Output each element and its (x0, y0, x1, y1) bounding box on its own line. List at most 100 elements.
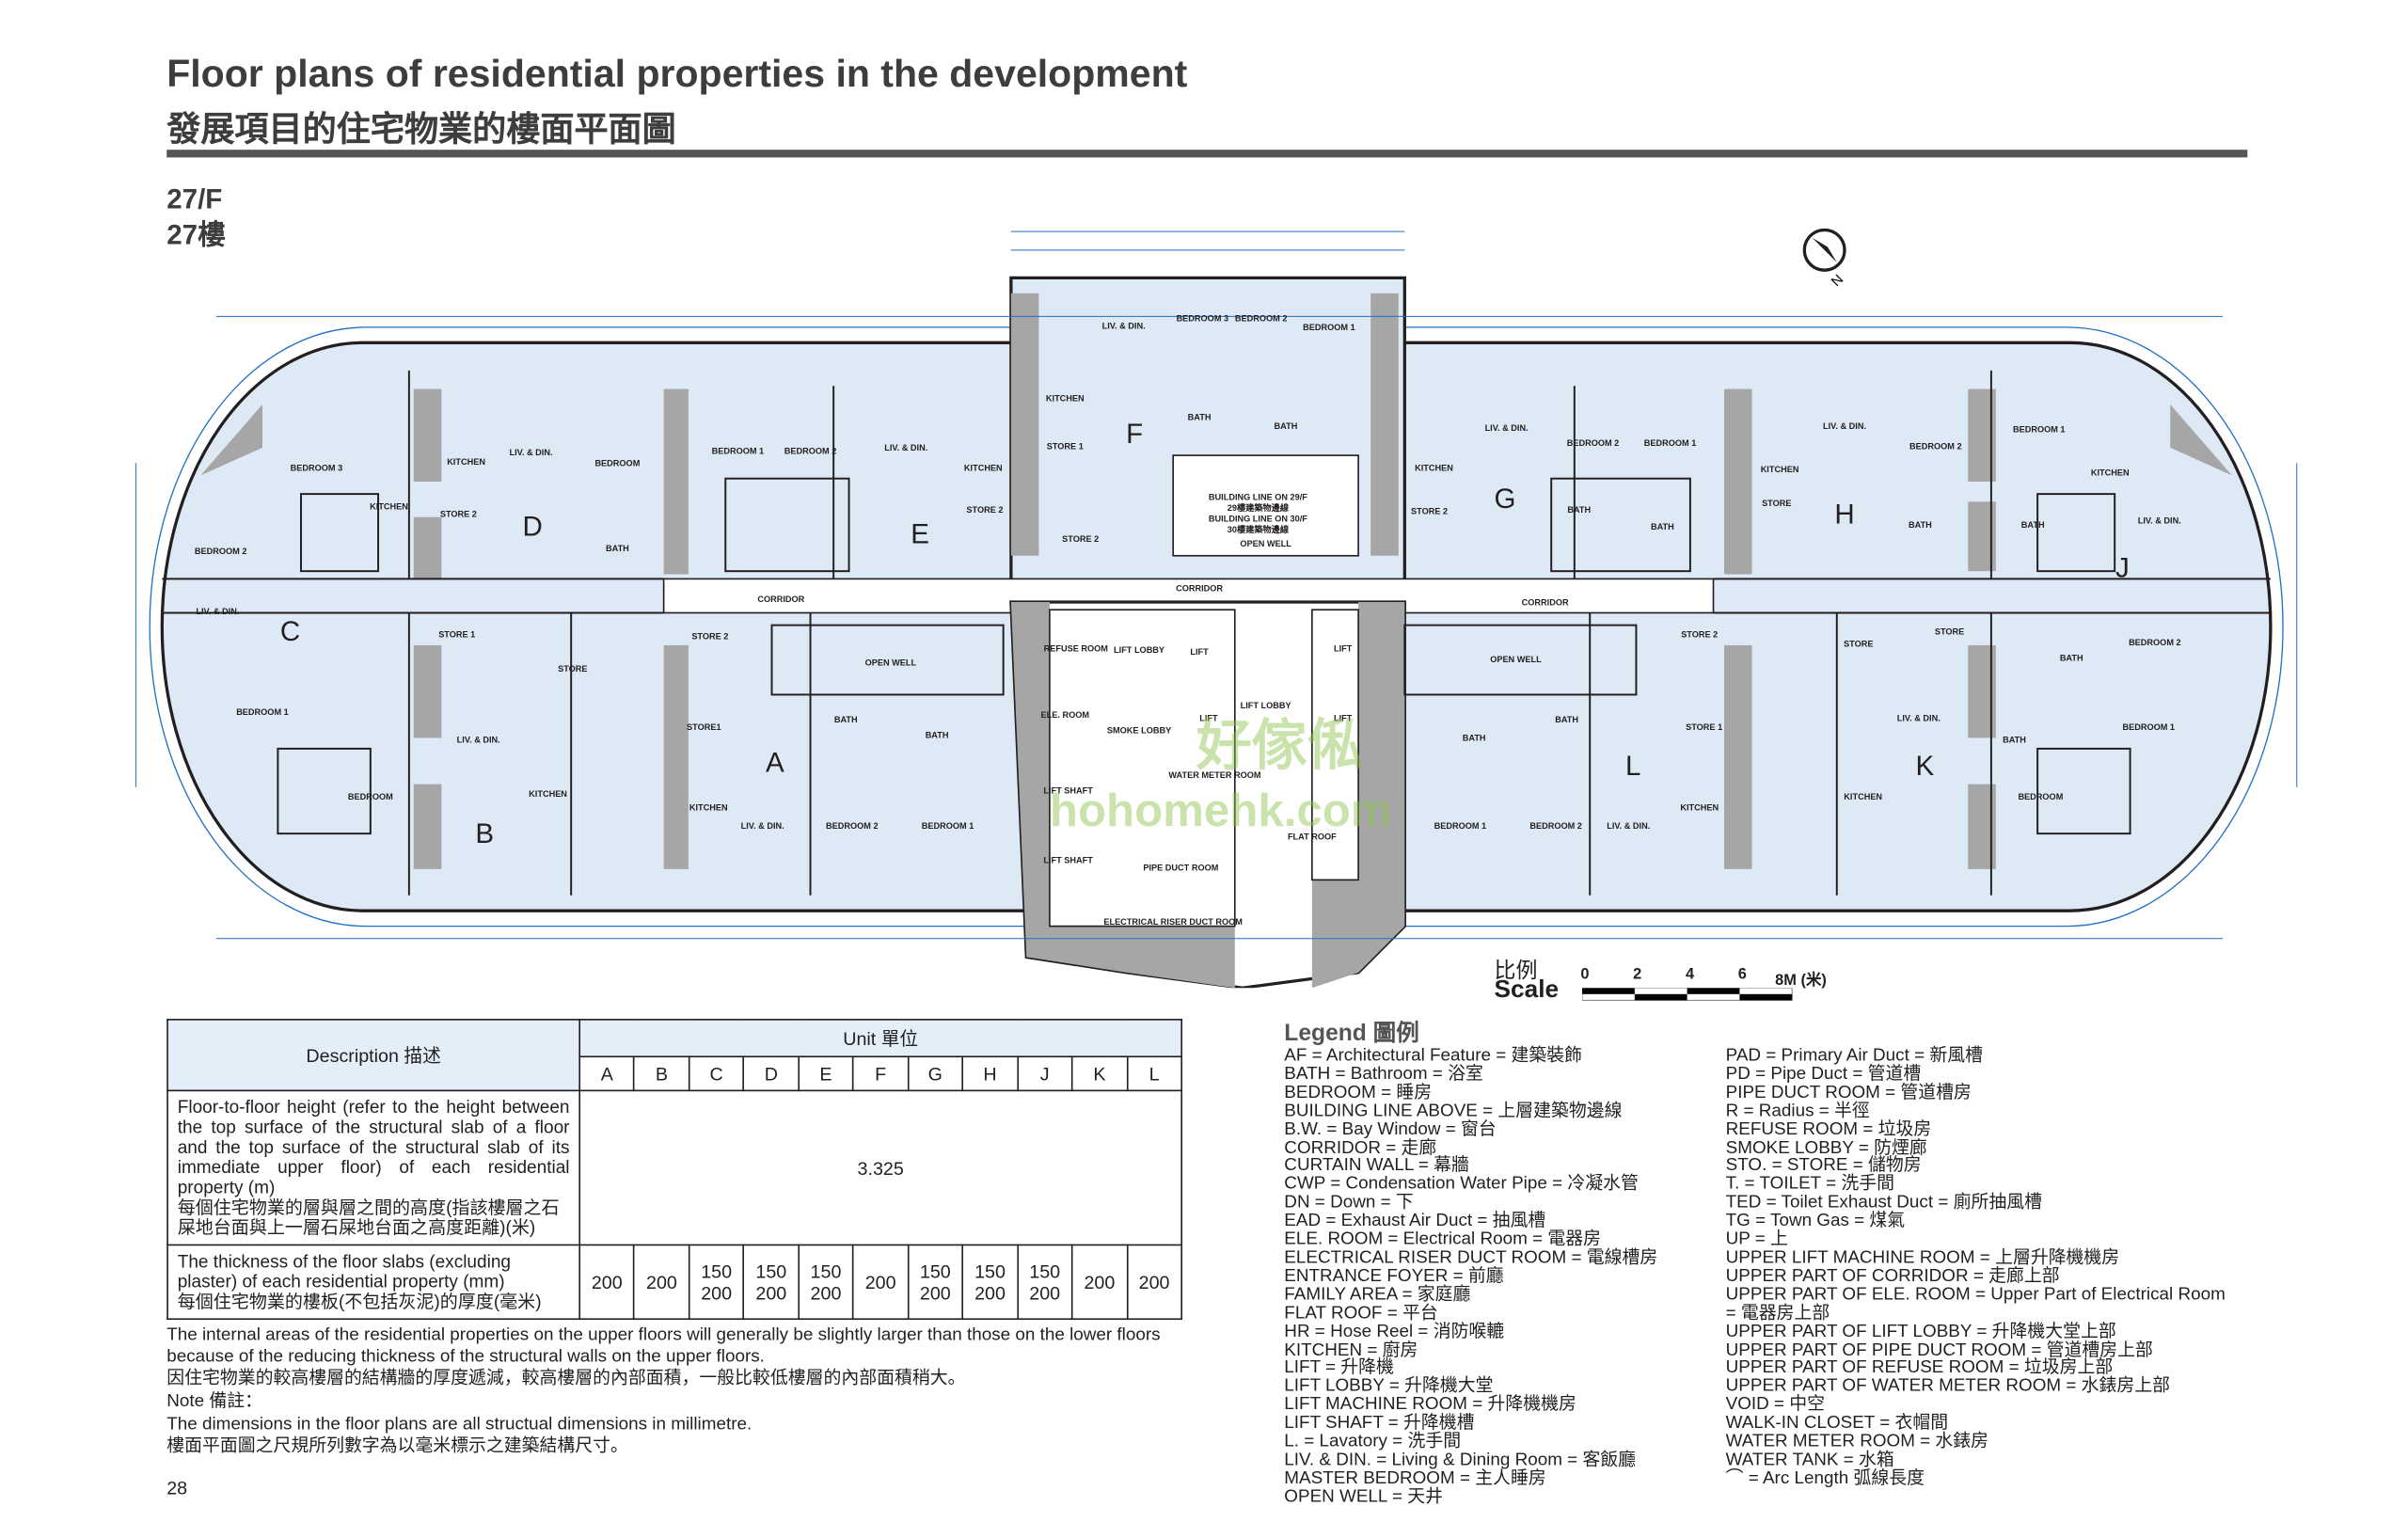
room-label: LIV. & DIN. (196, 607, 239, 616)
room-label: KITCHEN (1680, 803, 1719, 813)
unit-column-header: K (1070, 1055, 1128, 1092)
room-label: LIV. & DIN. (2138, 515, 2181, 525)
legend-item: EAD = Exhaust Air Duct = 抽風槽 (1284, 1212, 1546, 1231)
room-label: BEDROOM 2 (784, 446, 837, 455)
page-title-zh: 發展項目的住宅物業的樓面平面圖 (166, 109, 676, 149)
room-label: BEDROOM 3 (291, 464, 343, 473)
legend-item: TED = Toilet Exhaust Duct = 廁所抽風槽 (1725, 1193, 2042, 1213)
room-label: ELE. ROOM (1041, 710, 1090, 720)
legend-item: L. = Lavatory = 洗手間 (1284, 1432, 1462, 1451)
room-label: BATH (1275, 421, 1298, 431)
room-label: BATH (1651, 522, 1674, 531)
legend-item: ⌒ = Arc Length 弧線長度 (1725, 1468, 1925, 1488)
legend-item: B.W. = Bay Window = 窗台 (1284, 1119, 1497, 1139)
unit-letter: F (1126, 419, 1143, 450)
legend-item: DN = Down = 下 (1284, 1193, 1414, 1213)
floor-height-description: Floor-to-floor height (refer to the heig… (166, 1089, 581, 1246)
room-label: LIV. & DIN. (1485, 423, 1529, 433)
legend-item: CWP = Condensation Water Pipe = 冷凝水管 (1284, 1175, 1639, 1195)
slab-thickness-value: 200 (578, 1244, 636, 1321)
legend-item: CORRIDOR = 走廊 (1284, 1138, 1437, 1157)
note-dimensions-en: The dimensions in the floor plans are al… (166, 1415, 752, 1435)
room-label: KITCHEN (689, 803, 728, 813)
page-number: 28 (166, 1477, 188, 1499)
plan-structure (135, 230, 2298, 989)
room-label: STORE 2 (691, 631, 728, 641)
unit-header: Unit 單位 (578, 1019, 1183, 1058)
room-label: BEDROOM (348, 792, 393, 801)
room-label: BEDROOM 1 (236, 707, 289, 717)
room-label: CORRIDOR (1522, 597, 1569, 607)
room-label: LIFT LOBBY (1114, 645, 1164, 655)
unit-letter: K (1915, 751, 1934, 782)
room-label: LIV. & DIN. (1897, 713, 1941, 722)
unit-letter: C (280, 616, 300, 647)
scale-tick: 0 (1580, 966, 1590, 984)
slab-thickness-value: 150 200 (961, 1244, 1019, 1321)
slab-thickness-value: 200 (1126, 1244, 1183, 1321)
floor-label-zh: 27樓 (166, 219, 226, 250)
room-label: BUILDING LINE ON 29/F (1209, 493, 1307, 502)
room-label: BATH (1188, 412, 1212, 421)
room-label: KITCHEN (1415, 464, 1453, 473)
room-label: STORE 1 (1686, 722, 1722, 732)
room-label: BEDROOM 1 (1434, 821, 1487, 831)
legend-item: CURTAIN WALL = 幕牆 (1284, 1156, 1469, 1176)
note-area-en: The internal areas of the residential pr… (166, 1325, 1161, 1367)
room-label: OPEN WELL (1490, 655, 1542, 664)
legend-item: ELE. ROOM = Electrical Room = 電器房 (1284, 1229, 1601, 1249)
room-label: STORE (1935, 626, 1964, 636)
room-label: KITCHEN (1844, 792, 1882, 801)
scale-tick: 2 (1633, 966, 1642, 984)
slab-desc-zh: 每個住宅物業的樓板(不包括灰泥)的厚度(毫米) (177, 1292, 542, 1312)
room-label: REFUSE ROOM (1044, 644, 1109, 654)
room-label: LIV. & DIN. (1607, 821, 1650, 831)
legend-item: BEDROOM = 睡房 (1284, 1083, 1433, 1102)
room-label: BEDROOM 3 (1177, 313, 1229, 323)
room-label: KITCHEN (1046, 394, 1085, 404)
room-label: LIV. & DIN. (1823, 421, 1866, 431)
slab-thickness-value: 150 200 (798, 1244, 854, 1321)
legend-item: REFUSE ROOM = 垃圾房 (1725, 1119, 1932, 1139)
legend-item: LIFT LOBBY = 升降機大堂 (1284, 1377, 1494, 1396)
unit-letter: D (522, 511, 542, 542)
legend-item: PAD = Primary Air Duct = 新風槽 (1725, 1046, 1983, 1066)
scale-label-zh: 比例 (1494, 957, 1538, 982)
room-label: BEDROOM 1 (712, 446, 765, 455)
north-arrow-icon: N (1802, 228, 1846, 290)
legend-item: UPPER PART OF REFUSE ROOM = 垃圾房上部 (1725, 1358, 2114, 1378)
room-labels: BEDROOM 3 KITCHEN BEDROOM 2 LIV. & DIN. STOR… (195, 313, 2181, 927)
note-label: Note 備註： (166, 1392, 262, 1411)
legend-item: STO. = STORE = 儲物房 (1725, 1156, 1922, 1176)
unit-letter: J (2115, 553, 2130, 584)
watermark-zh: 好傢俬 (1196, 714, 1363, 776)
room-label: BEDROOM (2018, 792, 2063, 801)
legend-item: UPPER PART OF ELE. ROOM = Upper Part of … (1725, 1285, 2226, 1305)
unit-column-header: D (742, 1055, 800, 1092)
unit-column-header: H (961, 1055, 1019, 1092)
watermark: 好傢俬 hohomehk.com (1050, 714, 1392, 836)
legend-item: BUILDING LINE ABOVE = 上層建築物邊線 (1284, 1102, 1623, 1120)
unit-letter: H (1834, 499, 1854, 530)
room-label: STORE 2 (440, 510, 477, 519)
room-label: STORE (1762, 499, 1791, 508)
room-label: BATH (606, 544, 629, 553)
room-label: BEDROOM 1 (922, 821, 974, 831)
legend-item: TG = Town Gas = 煤氣 (1725, 1212, 1906, 1231)
slab-desc-en: The thickness of the floor slabs (exclud… (177, 1251, 511, 1292)
room-label: BEDROOM 1 (1303, 323, 1355, 332)
unit-letter: G (1494, 484, 1515, 515)
room-label: STORE 1 (1047, 442, 1084, 452)
legend-item: VOID = 中空 (1725, 1395, 1826, 1415)
floor-height-value: 3.325 (578, 1089, 1183, 1246)
room-label: BEDROOM 2 (1235, 313, 1288, 323)
room-label: BATH (834, 715, 858, 724)
legend-item: FLAT ROOF = 平台 (1284, 1304, 1438, 1323)
unit-letter: L (1625, 751, 1640, 782)
unit-column-header: J (1016, 1055, 1073, 1092)
room-label: BATH (2060, 653, 2083, 662)
legend-item: R = Radius = 半徑 (1725, 1102, 1870, 1120)
